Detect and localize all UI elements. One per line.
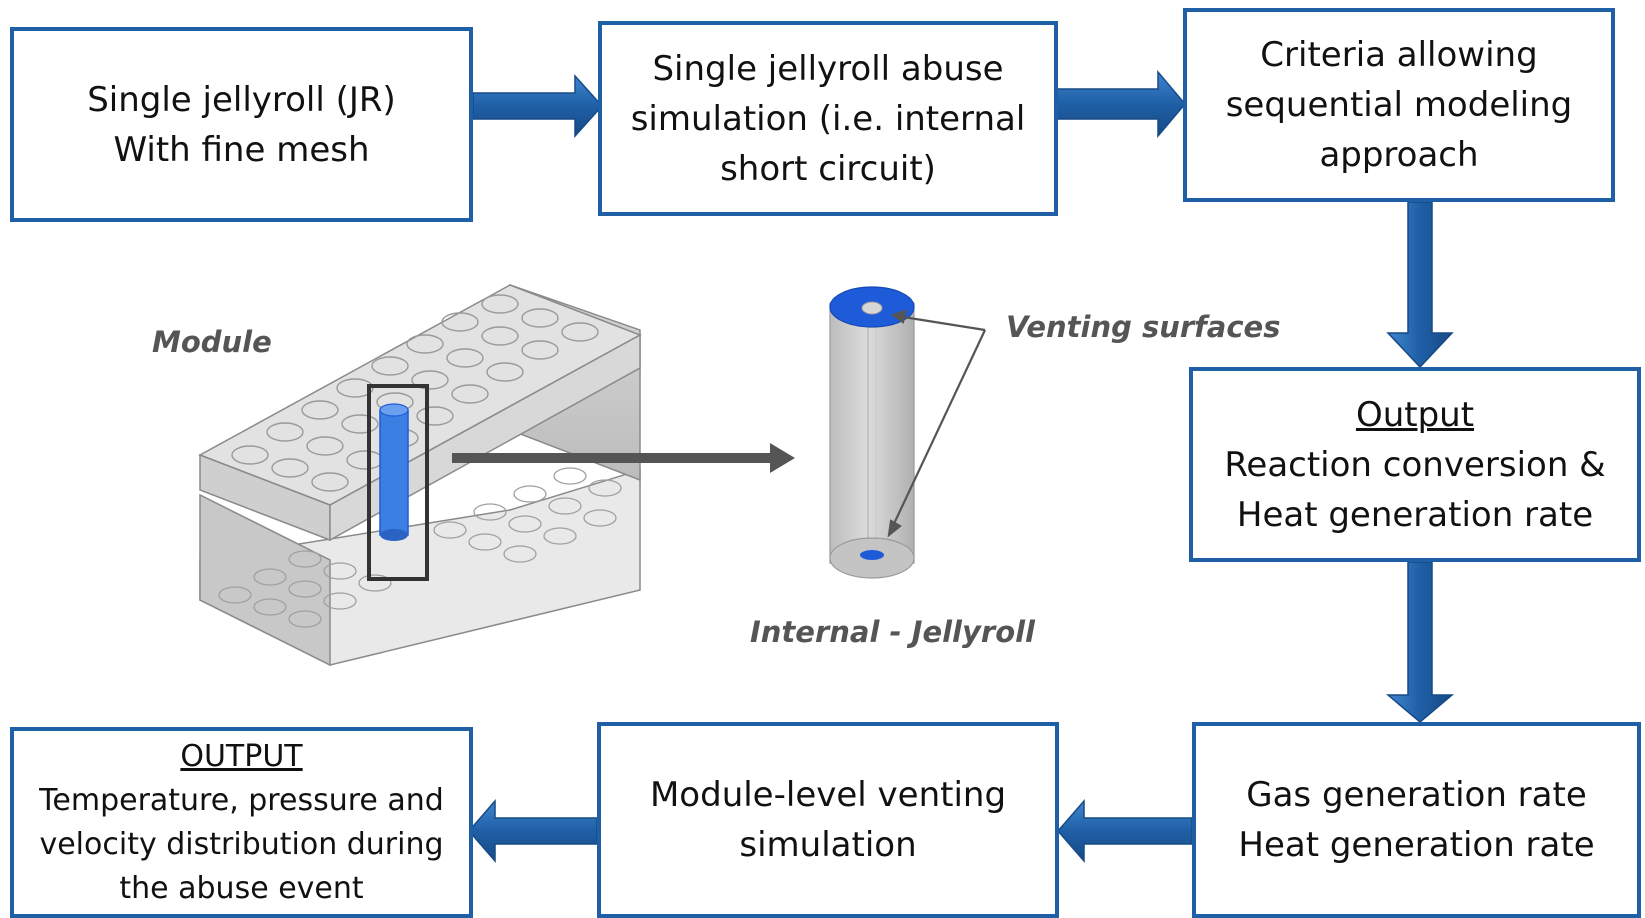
box-output-distribution-line2: velocity distribution during	[39, 826, 444, 862]
box-abuse-simulation: Single jellyroll abuse simulation (i.e. …	[598, 21, 1058, 216]
box-abuse-simulation-line1: Single jellyroll abuse	[652, 48, 1004, 89]
box-criteria-line3: approach	[1319, 135, 1479, 175]
arrow-module-to-output	[468, 798, 598, 864]
box-output-distribution-heading: OUTPUT	[180, 738, 303, 774]
module-illustration	[198, 283, 642, 667]
box-single-jellyroll: Single jellyroll (JR) With fine mesh	[10, 27, 473, 222]
arrow-criteria-to-output	[1386, 201, 1454, 369]
arrow-abuse-to-criteria	[1056, 69, 1186, 139]
box-module-sim-line1: Module-level venting	[649, 775, 1007, 815]
box-output-distribution-line3: the abuse event	[119, 870, 364, 906]
box-criteria-line1: Criteria allowing	[1260, 35, 1538, 75]
box-criteria: Criteria allowing sequential modeling ap…	[1183, 8, 1615, 202]
box-gas-heat-generation: Gas generation rate Heat generation rate	[1192, 722, 1641, 918]
box-output-reaction-line1: Reaction conversion &	[1224, 444, 1606, 485]
box-module-sim-line2: simulation	[739, 825, 917, 865]
box-single-jellyroll-line2: With fine mesh	[113, 129, 370, 170]
jellyroll-cylinder	[829, 286, 915, 579]
box-gas-heat-line2: Heat generation rate	[1238, 825, 1595, 865]
box-single-jellyroll-line1: Single jellyroll (JR)	[87, 79, 396, 120]
box-gas-heat-line1: Gas generation rate	[1246, 775, 1587, 815]
arrow-gas-to-module	[1057, 798, 1193, 864]
box-output-reaction-line2: Heat generation rate	[1236, 494, 1594, 535]
box-output-reaction: Output Reaction conversion & Heat genera…	[1189, 367, 1641, 562]
module-label: Module	[152, 325, 272, 359]
internal-jellyroll-label: Internal - Jellyroll	[750, 615, 1036, 649]
venting-surfaces-label: Venting surfaces	[1006, 310, 1281, 344]
zoom-arrow	[452, 443, 795, 473]
box-output-distribution: OUTPUT Temperature, pressure and velocit…	[10, 727, 473, 918]
box-abuse-simulation-line3: short circuit)	[720, 148, 936, 189]
box-output-reaction-heading: Output	[1355, 394, 1475, 435]
box-criteria-line2: sequential modeling	[1225, 85, 1573, 125]
box-abuse-simulation-line2: simulation (i.e. internal	[630, 98, 1026, 139]
arrow-jr-to-abuse	[472, 74, 604, 138]
box-output-distribution-line1: Temperature, pressure and	[39, 782, 444, 818]
arrow-output-to-gas	[1385, 561, 1455, 723]
venting-leader-lines	[887, 309, 986, 538]
box-module-venting-simulation: Module-level venting simulation	[597, 722, 1059, 918]
